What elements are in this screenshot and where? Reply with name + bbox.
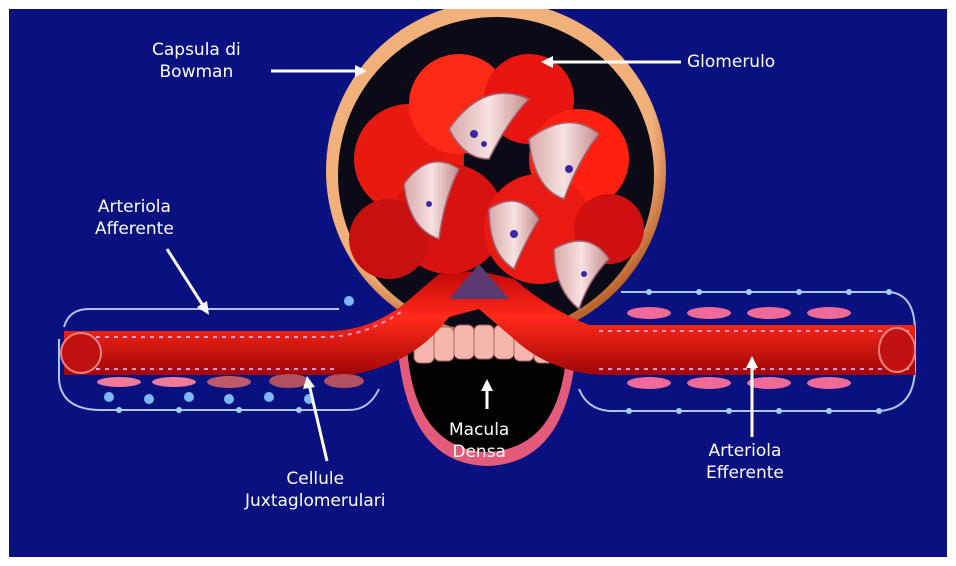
juxtaglomerular-cells [97, 374, 364, 388]
slide: Capsula di Bowman Glomerulo Arteriola Af… [9, 9, 947, 557]
jg-arrow [309, 384, 327, 461]
label-capsula-bowman: Capsula di Bowman [152, 39, 241, 83]
label-macula-densa: Macula Densa [449, 419, 509, 463]
afferent-arrow [167, 249, 204, 307]
label-cellule-juxtaglomerulari: Cellule Juxtaglomerulari [245, 468, 385, 512]
label-glomerulo: Glomerulo [687, 51, 775, 73]
label-arteriola-afferente: Arteriola Afferente [95, 196, 174, 240]
nephron-diagram [9, 9, 947, 557]
label-arteriola-efferente: Arteriola Efferente [706, 440, 784, 484]
